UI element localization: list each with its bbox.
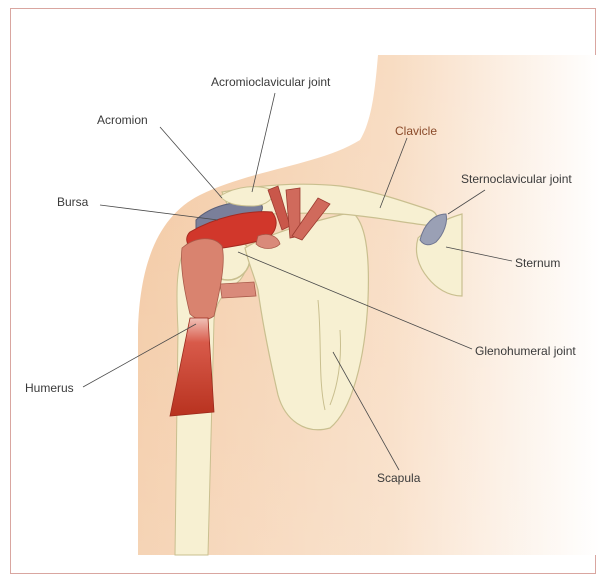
label-scapula: Scapula [377,471,420,485]
label-humerus: Humerus [25,381,74,395]
label-sternoclavicular-joint: Sternoclavicular joint [461,172,572,186]
label-sternum: Sternum [515,256,560,270]
label-bursa: Bursa [57,195,88,209]
label-clavicle: Clavicle [395,124,437,138]
label-acromion: Acromion [97,113,148,127]
label-glenohumeral-joint: Glenohumeral joint [475,344,576,358]
label-acromioclavicular-joint: Acromioclavicular joint [211,75,330,89]
